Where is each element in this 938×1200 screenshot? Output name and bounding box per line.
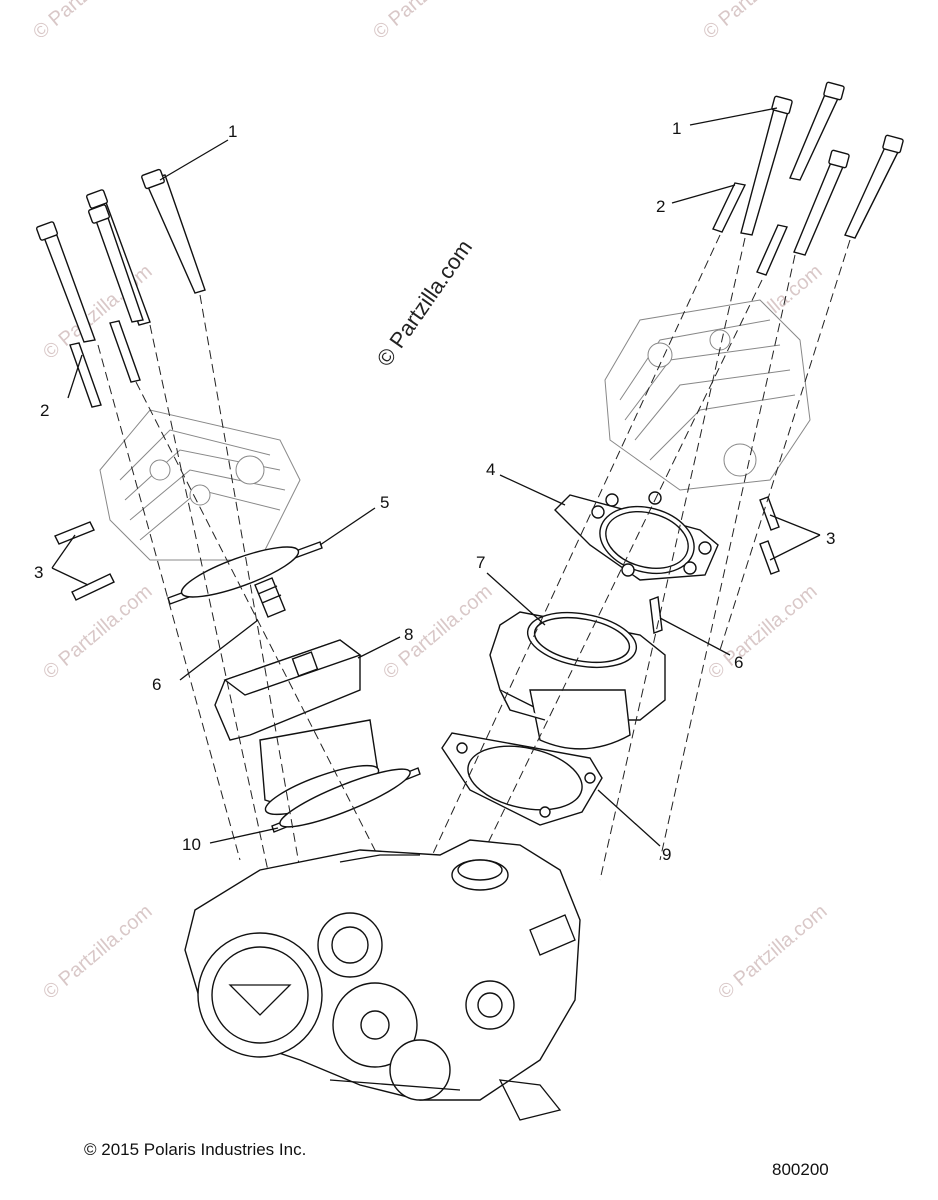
watermark-text: © Partzilla.com [39,580,156,683]
right-cylinder [489,611,666,750]
callout-8: 8 [404,625,413,644]
crankcase [184,839,581,1121]
left-dowel-pins [54,521,115,601]
left-dowel-6 [254,577,286,618]
right-head-gasket [554,491,719,581]
callout-1-left: 1 [228,122,237,141]
watermark-text: © Partzilla.com [369,0,486,44]
left-base-gasket [271,767,421,833]
right-short-bolts [712,182,788,276]
callout-10: 10 [182,835,201,854]
watermark-center-text: © Partzilla.com [372,235,478,371]
callout-6-right: 6 [734,653,743,672]
right-dowel-6 [649,596,663,634]
callout-6-left: 6 [152,675,161,694]
callout-2-right: 2 [656,197,665,216]
callout-3-right: 3 [826,529,835,548]
watermark-text: © Partzilla.com [39,900,156,1003]
callout-2-left: 2 [40,401,49,420]
callout-9: 9 [662,845,671,864]
right-cylinder-head [604,299,811,491]
right-base-gasket [441,732,603,826]
watermark-text: © Partzilla.com [714,900,831,1003]
callout-4: 4 [486,460,495,479]
left-head-bolts [36,168,206,343]
watermark-text: © Partzilla.com [699,0,816,44]
left-cylinder-head [99,409,301,561]
right-dowel-pins [759,496,780,575]
copyright-notice: © 2015 Polaris Industries Inc. [84,1140,307,1159]
watermark-text: © Partzilla.com [704,580,821,683]
diagram-number: 800200 [772,1160,829,1179]
leader-lines [51,107,821,847]
callout-5: 5 [380,493,389,512]
callouts: 1 2 3 5 6 8 10 1 2 4 3 7 6 9 [34,119,835,864]
callout-3-left: 3 [34,563,43,582]
right-head-bolts [740,81,904,256]
alignment-lines [97,234,851,881]
callout-7: 7 [476,553,485,572]
callout-1-right: 1 [672,119,681,138]
left-short-bolts [69,320,141,408]
watermark-text: © Partzilla.com [379,580,496,683]
watermark-text: © Partzilla.com [29,0,146,44]
